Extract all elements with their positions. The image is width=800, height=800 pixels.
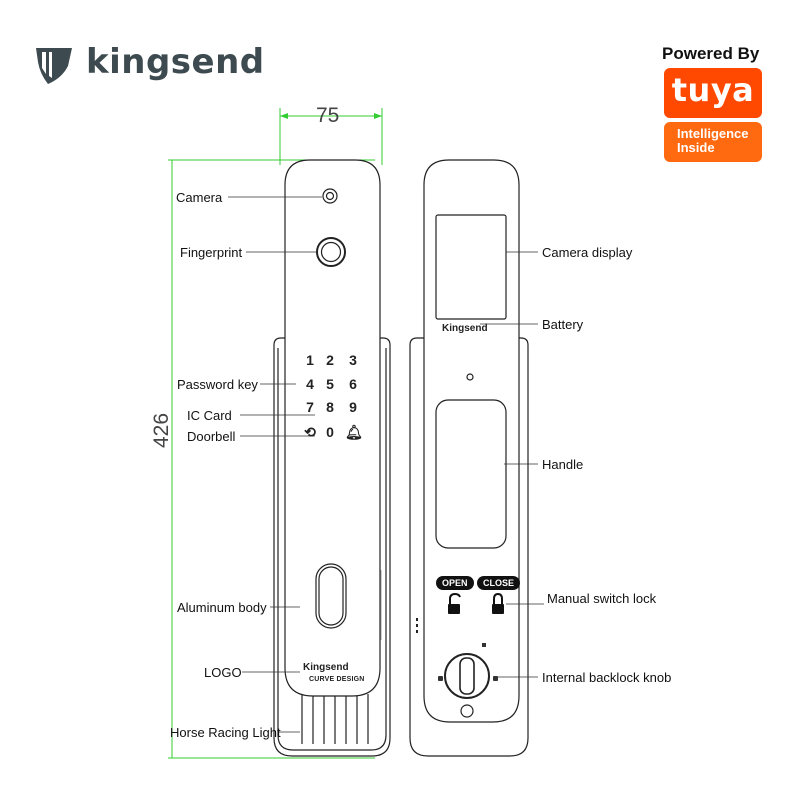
key-9: 9 xyxy=(349,399,357,415)
handle-recess xyxy=(435,399,507,549)
width-dimension: 75 xyxy=(316,104,340,127)
label-internal-backlock-knob: Internal backlock knob xyxy=(542,670,672,685)
key-0: 0 xyxy=(326,424,334,440)
close-button-label: CLOSE xyxy=(477,576,521,590)
camera-display-screen xyxy=(435,214,507,320)
label-horse-racing-light: Horse Racing Light xyxy=(170,725,281,740)
key-2: 2 xyxy=(326,352,334,368)
brand-logo xyxy=(34,44,74,84)
label-camera-display: Camera display xyxy=(542,245,633,260)
label-logo: LOGO xyxy=(204,665,242,680)
label-camera: Camera xyxy=(176,190,223,205)
tuya-badge xyxy=(664,68,762,118)
back-panel-logo: Kingsend xyxy=(442,323,488,334)
label-ic-card: IC Card xyxy=(187,408,232,423)
open-button-label: OPEN xyxy=(436,576,474,590)
label-password-key: Password key xyxy=(177,377,258,392)
key-1: 1 xyxy=(306,352,314,368)
front-panel-sub-logo: CURVE DESIGN xyxy=(309,676,365,683)
key-6: 6 xyxy=(349,376,357,392)
label-aluminum-body: Aluminum body xyxy=(177,600,267,615)
powered-by-label: Powered By xyxy=(662,44,760,63)
doorbell-key-icon: 🔔︎ xyxy=(345,424,363,440)
close-lock-icon xyxy=(492,592,504,614)
open-lock-icon xyxy=(448,592,461,614)
intelligence-badge xyxy=(664,122,762,162)
ic-card-key-icon: ⟲ xyxy=(304,424,316,440)
callout-lines xyxy=(228,196,544,733)
intelligence-line-2: Inside xyxy=(677,140,715,155)
label-manual-switch-lock: Manual switch lock xyxy=(547,591,657,606)
label-fingerprint: Fingerprint xyxy=(180,245,243,260)
dimension-lines xyxy=(168,108,383,759)
label-handle: Handle xyxy=(542,457,584,472)
front-panel xyxy=(273,159,391,757)
back-panel xyxy=(409,159,529,757)
brand-wordmark: kingsend xyxy=(86,42,265,82)
horse-racing-light-bars xyxy=(301,694,369,744)
key-3: 3 xyxy=(349,352,357,368)
label-doorbell: Doorbell xyxy=(187,429,236,444)
shield-icon xyxy=(36,48,72,84)
knob-lock-icons xyxy=(438,643,498,681)
height-dimension: 426 xyxy=(150,412,173,448)
key-4: 4 xyxy=(306,376,314,392)
label-battery: Battery xyxy=(542,317,584,332)
intelligence-line-1: Intelligence xyxy=(677,126,749,141)
key-7: 7 xyxy=(306,399,314,415)
tuya-wordmark: tuya xyxy=(671,71,755,109)
intelligence-label: Intelligence Inside xyxy=(677,127,749,155)
front-panel-logo: Kingsend xyxy=(303,662,349,673)
key-5: 5 xyxy=(326,376,334,392)
key-8: 8 xyxy=(326,399,334,415)
